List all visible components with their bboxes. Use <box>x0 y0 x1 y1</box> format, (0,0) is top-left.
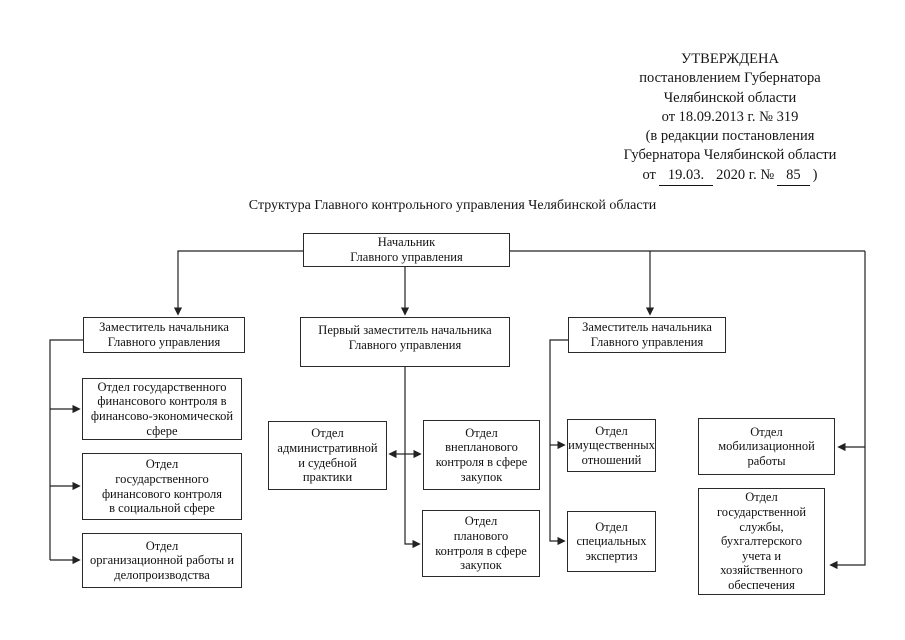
dept-box-mobilization: Отдел мобилизационной работы <box>698 418 835 475</box>
dept-box-property: Отдел имущественных отношений <box>567 419 656 472</box>
dept-box-state-service: Отдел государственной службы, бухгалтерс… <box>698 488 825 595</box>
org-box-first-deputy: Первый заместитель начальника Главного у… <box>300 317 510 367</box>
dept-box-special-expertise: Отдел специальных экспертиз <box>567 511 656 572</box>
approval-line: (в редакции постановления <box>645 128 815 145</box>
dept-box-financial-economic: Отдел государственного финансового контр… <box>82 378 242 440</box>
approval-line: постановлением Губернатора <box>639 70 821 87</box>
amendment-prefix: от <box>642 166 656 183</box>
amendment-middle: 2020 г. № <box>716 166 775 183</box>
dept-box-admin-judicial: Отдел административной и судебной практи… <box>268 421 387 490</box>
diagram-title: Структура Главного контрольного управлен… <box>248 198 657 213</box>
approval-line: УТВЕРЖДЕНА <box>681 51 779 67</box>
org-box-deputy-left: Заместитель начальника Главного управлен… <box>83 317 245 353</box>
amendment-date-value: 19.03. <box>658 166 714 186</box>
amendment-suffix: ) <box>812 166 818 183</box>
org-box-deputy-right: Заместитель начальника Главного управлен… <box>568 317 726 353</box>
amendment-number-value: 85 <box>777 166 810 186</box>
dept-box-unplanned-procurement: Отдел внепланового контроля в сфере заку… <box>423 420 540 490</box>
dept-box-org-work: Отдел организационной работы и делопроиз… <box>82 533 242 588</box>
dept-box-financial-social: Отдел государственного финансового контр… <box>82 453 242 520</box>
approval-line: Челябинской области <box>663 89 797 106</box>
org-box-chief: Начальник Главного управления <box>303 233 510 267</box>
approval-line: Губернатора Челябинской области <box>623 147 837 164</box>
approval-block: УТВЕРЖДЕНА постановлением Губернатора Че… <box>575 50 885 186</box>
approval-line: от 18.09.2013 г. № 319 <box>661 108 799 125</box>
dept-box-planned-procurement: Отдел планового контроля в сфере закупок <box>422 510 540 577</box>
